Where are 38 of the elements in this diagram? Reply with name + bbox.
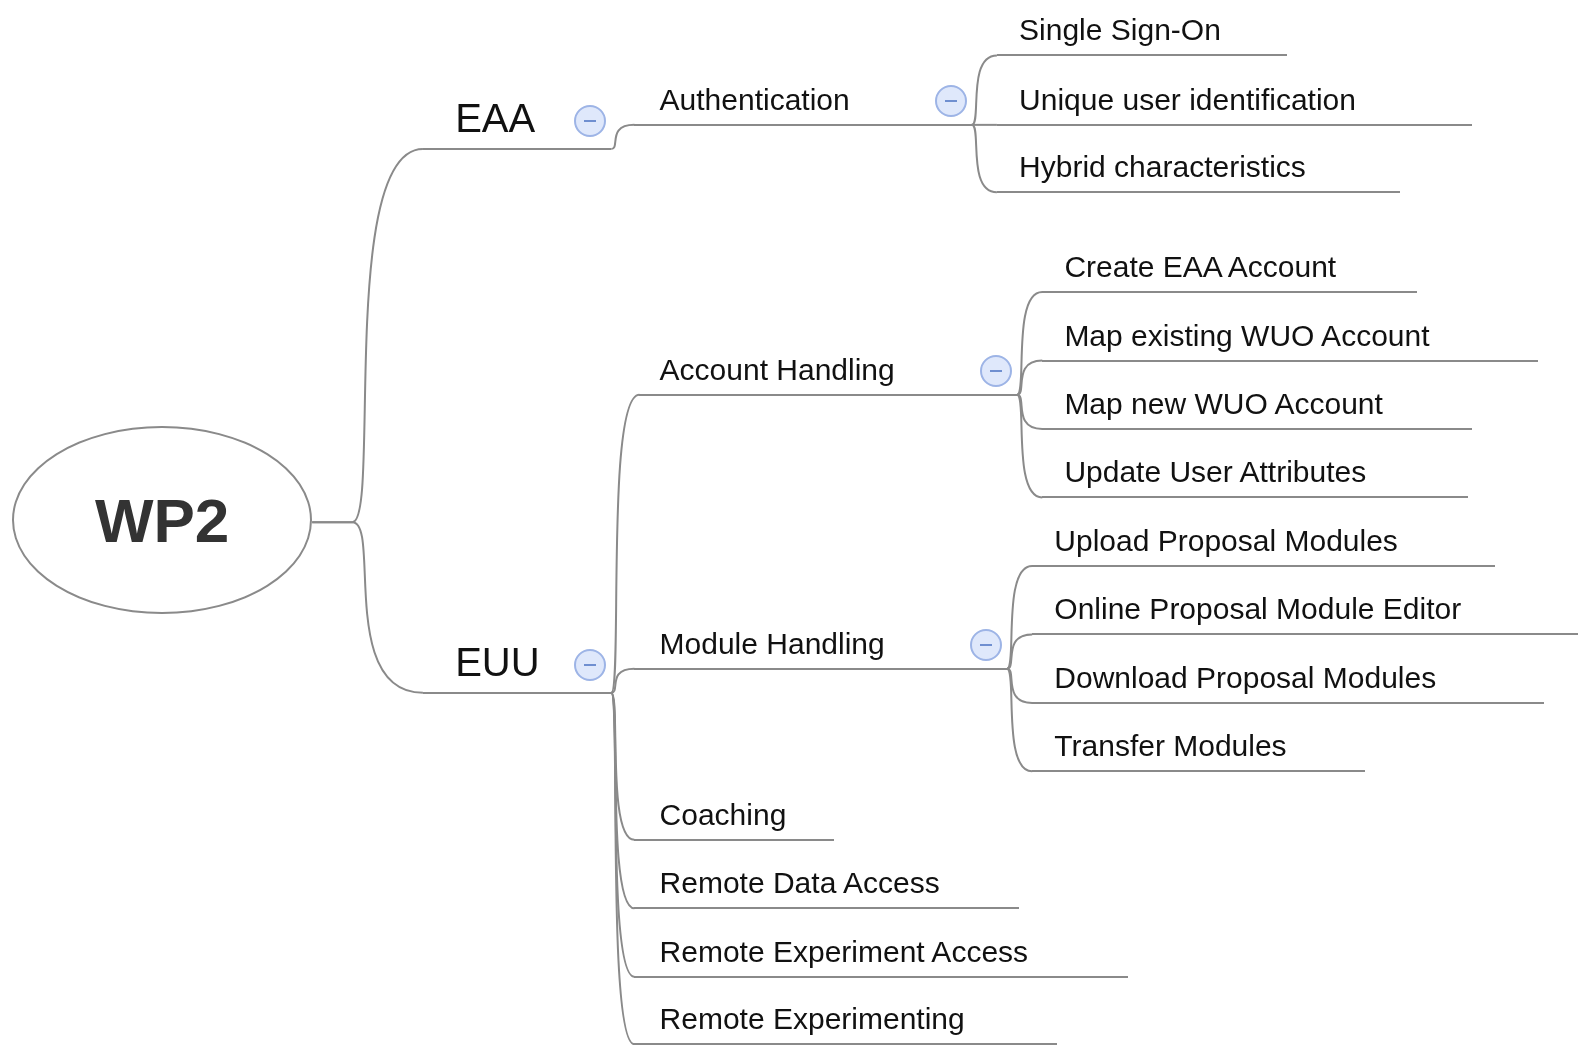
branch-line [970,123,998,194]
branch-line [1016,393,1044,499]
topic-label: Online Proposal Module Editor [1054,594,1462,625]
branch-line [610,691,636,841]
topic-label: Remote Data Access [659,868,940,899]
topic-label: Create EAA Account [1064,252,1337,282]
branch-line [1016,291,1044,396]
topic-label: Unique user identification [1019,84,1356,115]
topic-label: Single Sign-On [1019,15,1221,46]
topic-label: Update User Attributes [1064,457,1367,488]
branch-line [1006,564,1034,670]
branch-line [970,54,998,126]
topic-label: Account Handling [659,354,895,385]
root-label: WP2 [94,484,230,557]
topic-label: Map new WUO Account [1064,388,1383,419]
branch-line [1006,633,1034,670]
branch-line [610,667,636,694]
topic-label: Transfer Modules [1054,731,1287,762]
topic-label: EAA [455,98,536,139]
topic-label: Authentication [659,84,850,115]
topic-label: Remote Experiment Access [659,936,1029,967]
branch-line [610,393,641,694]
topic-label: Upload Proposal Modules [1054,525,1398,556]
branch-line [1016,393,1044,430]
branch-line [311,521,424,694]
topic-label: Coaching [659,799,787,830]
topic-label: Download Proposal Modules [1054,662,1437,693]
branch-line [610,691,636,1045]
topic-label: Hybrid characteristics [1019,152,1306,183]
topic-label: EUU [455,641,540,682]
branch-line [1016,359,1044,396]
branch-line [1006,667,1034,773]
branch-line [610,123,636,151]
topic-label: Map existing WUO Account [1064,320,1430,351]
topic-label: Module Handling [659,628,885,659]
branch-line [970,123,998,126]
branch-line [1006,667,1034,704]
topic-label: Remote Experimenting [659,1004,965,1035]
